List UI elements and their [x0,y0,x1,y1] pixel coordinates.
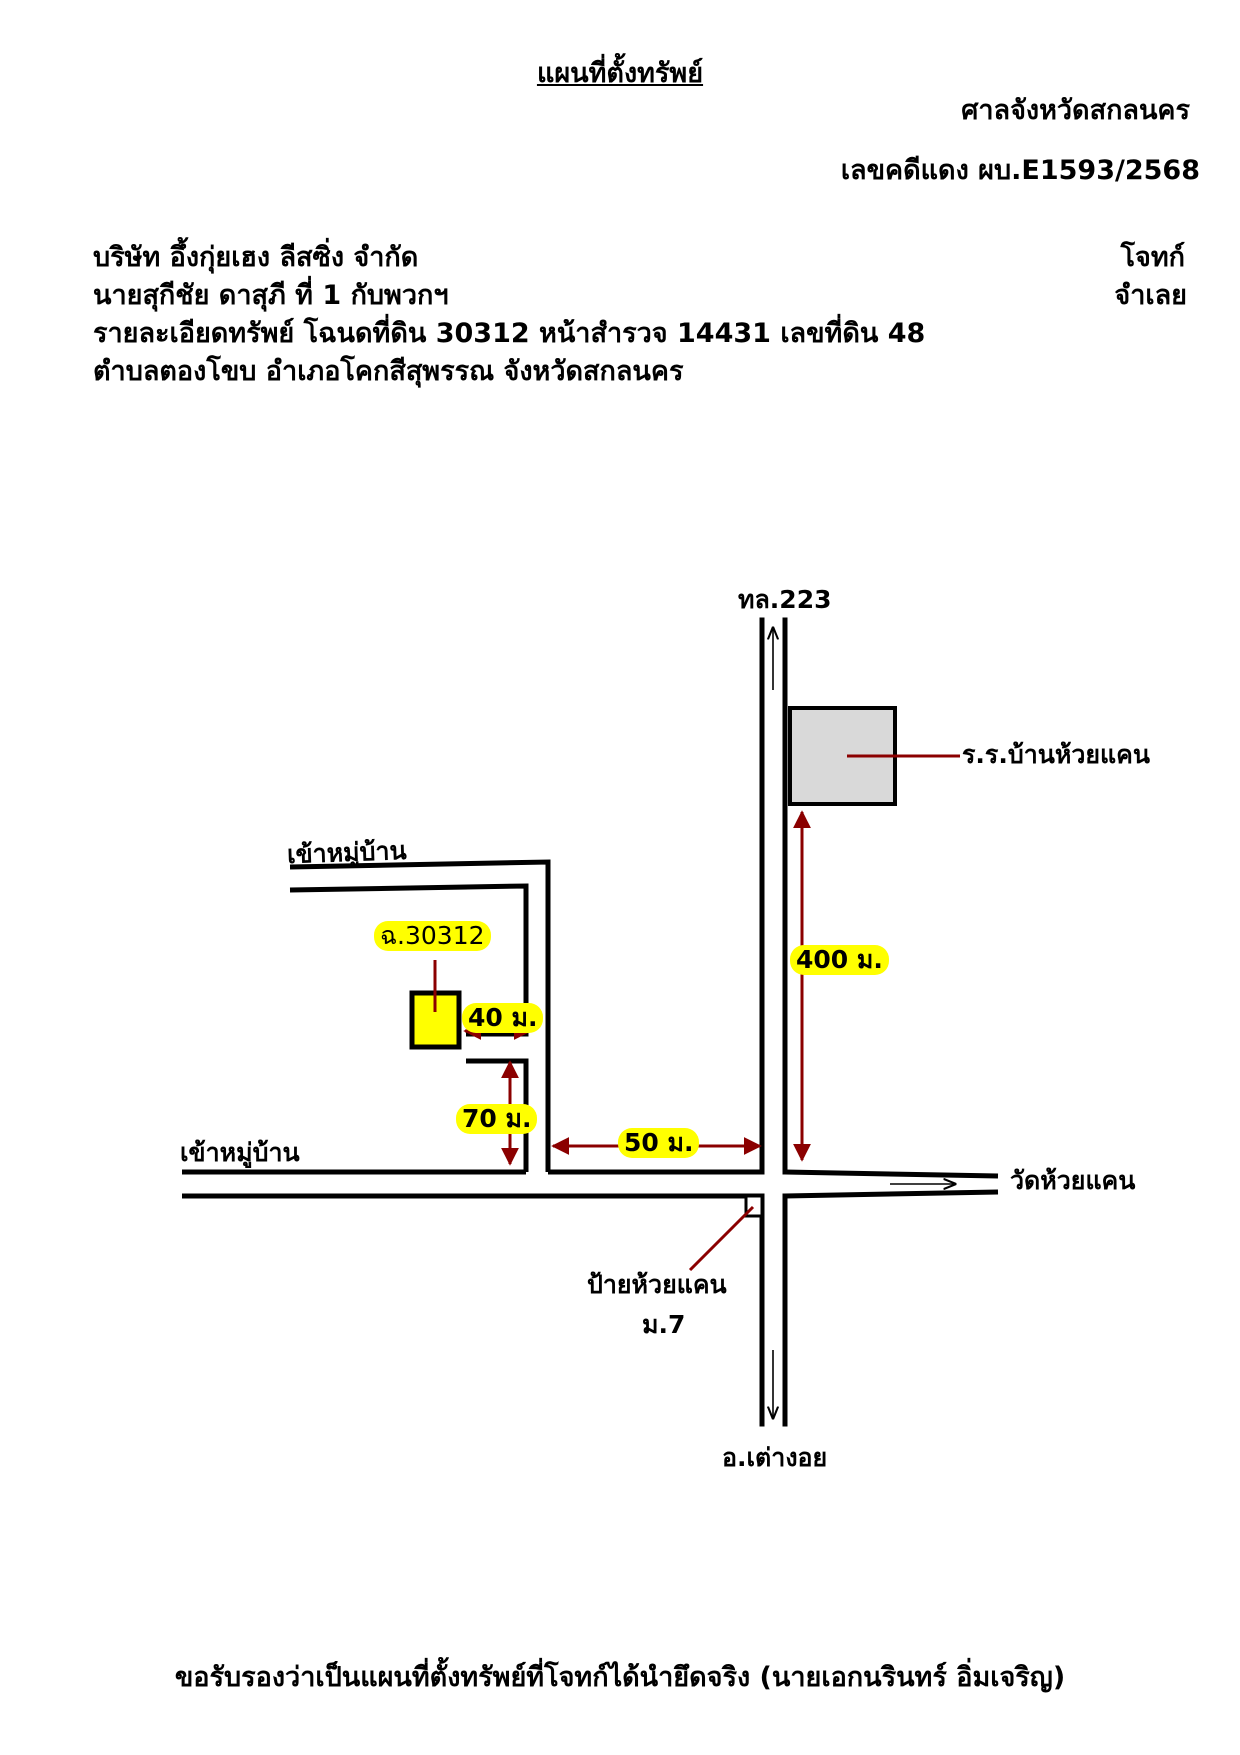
court-name: ศาลจังหวัดสกลนคร [961,95,1190,126]
road-east-label: วัดห้วยแคน [1010,1166,1136,1195]
sign-label-line2: ม.7 [642,1310,686,1339]
dim-70-label: 70 ม. [456,1104,538,1134]
case-number: เลขคดีแดง ผบ.E1593/2568 [840,155,1200,186]
main-road [759,617,788,1427]
parcel-label: ฉ.30312 [374,921,491,951]
certification-text: ขอรับรองว่าเป็นแผนที่ตั้งทรัพย์ที่โจทก์ไ… [174,1662,1066,1693]
road-north-label: ทล.223 [738,585,832,614]
plaintiff-name: บริษัท อึ้งกุ่ยเฮง ลีสซิ่ง จำกัด [93,242,419,273]
dim-400-label: 400 ม. [790,945,889,975]
defendant-role: จำเลย [1114,280,1187,311]
east-road [784,1169,999,1199]
property-details: รายละเอียดทรัพย์ โฉนดที่ดิน 30312 หน้าสำ… [93,318,926,349]
plaintiff-role: โจทก์ [1120,242,1185,273]
dim-50-label: 50 ม. [618,1128,700,1158]
road-south-label: อ.เต่างอย [722,1443,828,1472]
sign-pointer [688,1205,755,1272]
page-title: แผนที่ตั้งทรัพย์ [536,58,704,89]
school-label: ร.ร.บ้านห้วยแคน [962,740,1150,769]
defendant-name: นายสุกีชัย ดาสุภี ที่ 1 กับพวกฯ [93,280,449,311]
dim-40-label: 40 ม. [462,1003,544,1033]
lower-village-road [182,1169,762,1199]
upper-village-label: เข้าหมู่บ้าน [286,835,408,870]
lower-village-label: เข้าหมู่บ้าน [180,1138,300,1167]
sign-label-line1: ป้ายห้วยแคน [587,1270,727,1299]
property-location: ตำบลตองโขบ อำเภอโคกสีสุพรรณ จังหวัดสกลนค… [93,356,684,387]
